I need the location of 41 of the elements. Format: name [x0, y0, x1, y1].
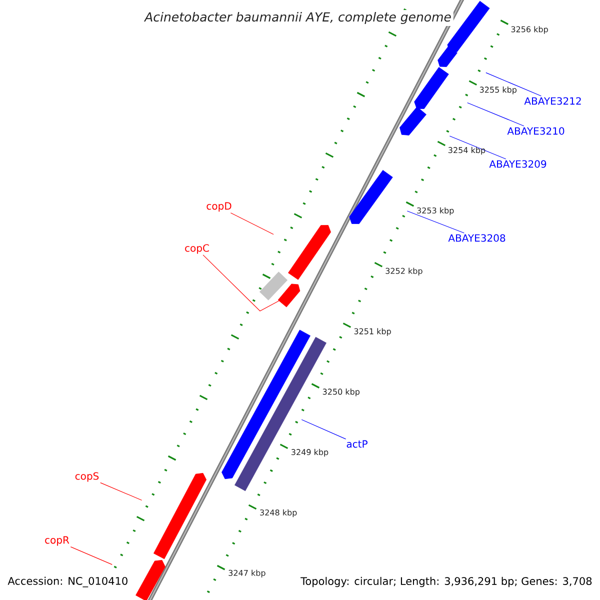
accession-label: Accession: NC_010410 [6, 575, 130, 589]
gene-block [222, 330, 310, 480]
genome-info-label: Topology: circular; Length: 3,936,291 bp; Genes: 3,708 [299, 575, 594, 589]
gene-label: copC [185, 244, 209, 254]
tick-label: 3256 kbp [511, 26, 548, 34]
tick-label: 3250 kbp [322, 388, 360, 396]
leader-line [406, 210, 464, 234]
gene-block [438, 46, 458, 67]
tick-label: 3247 kbp [228, 570, 266, 578]
gene-label: ABAYE3209 [489, 160, 546, 168]
tick-label: 3251 kbp [354, 328, 391, 336]
gene-block [136, 560, 166, 600]
gene-label: copS [75, 472, 99, 482]
leader-line [70, 546, 112, 565]
gene-block [349, 170, 393, 224]
gene-block [278, 284, 300, 308]
gene-bar [259, 272, 288, 300]
tick-label: 3249 kbp [292, 448, 328, 457]
title: Acinetobacter baumannii AYE, complete genome [142, 10, 454, 26]
gene-label: ABAYE3212 [524, 97, 581, 105]
tick-label: 3253 kbp [417, 207, 454, 216]
tick-label: 3255 kbp [480, 86, 517, 94]
gene-block [414, 67, 449, 109]
tick-label: 3254 kbp [448, 146, 486, 155]
gene-label: actP [346, 440, 368, 448]
leader-line [467, 102, 524, 126]
gene-block [288, 225, 331, 280]
gene-block [400, 106, 426, 136]
gene-label: ABAYE3210 [507, 127, 564, 135]
leader-line [100, 482, 142, 501]
gene-label: copR [45, 536, 70, 546]
leader-line [202, 254, 280, 312]
leader-line [301, 419, 346, 440]
gene-label: copD [206, 202, 232, 212]
gene-block [154, 472, 206, 560]
tick-label: 3248 kbp [260, 509, 297, 518]
leader-line [230, 212, 274, 235]
gene-label: ABAYE3208 [448, 234, 506, 242]
tick-label: 3252 kbp [386, 268, 422, 276]
leader-line [449, 136, 506, 160]
leader-line [486, 72, 542, 96]
